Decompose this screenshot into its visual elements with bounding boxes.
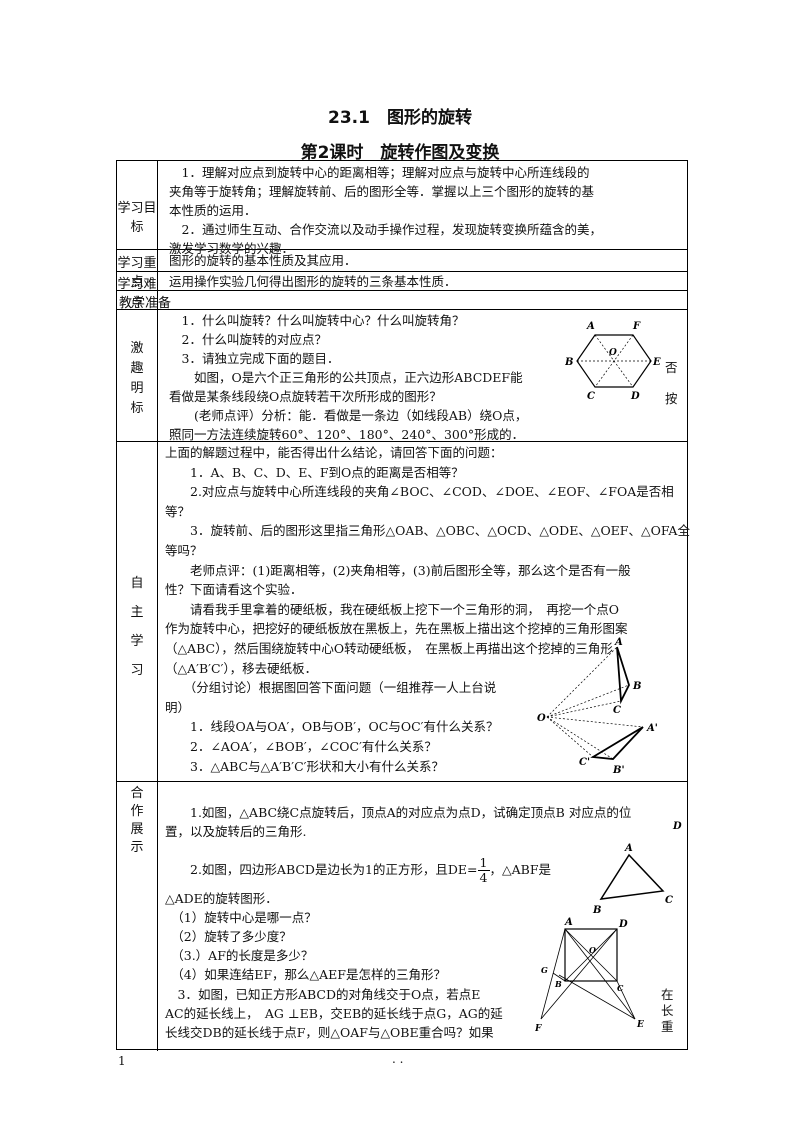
svg-text:C: C <box>665 895 673 906</box>
svg-text:G: G <box>541 965 548 975</box>
hexagon-figure: A F B O E C D <box>565 321 661 402</box>
interest-side-1: 否 <box>665 360 678 375</box>
svg-text:C': C' <box>579 757 590 768</box>
cooperate-label: 合 作 展 示 <box>130 786 144 855</box>
svg-text:C: C <box>587 391 595 402</box>
self-study-label: 自 主 学 习 <box>130 576 144 678</box>
triangle-figure: D A B C <box>592 821 682 916</box>
svg-text:A: A <box>624 843 633 854</box>
footer-dots: . . <box>392 1052 404 1066</box>
interest-label: 激 趣 明 标 <box>130 341 144 416</box>
page-title: 23.1 图形的旋转 <box>328 108 472 128</box>
difficulty-text: 运用操作实验几何得出图形的旋转的三条基本性质． <box>169 274 457 289</box>
svg-text:O: O <box>589 945 596 955</box>
svg-text:B: B <box>565 357 573 368</box>
goals-label: 学习目标 <box>117 201 157 235</box>
svg-text:A: A <box>564 917 573 928</box>
svg-text:C: C <box>613 705 621 716</box>
svg-text:C: C <box>617 983 624 993</box>
svg-text:D: D <box>672 821 682 832</box>
cooperate-q1: 1.如图，△ABC绕C点旋转后，顶点A的对应点为点D，试确定顶点B 对应点的位 … <box>165 805 632 839</box>
lesson-table: 学习目标 1．理解对应点到旋转中心的距离相等；理解对应点与旋转中心所连线段的 夹… <box>116 160 690 1051</box>
interest-side-2: 按 <box>665 391 678 406</box>
square-figure: A D O G B C F E <box>535 917 644 1034</box>
difficulty-label: 学习难点 <box>117 277 157 311</box>
cooperate-side: 在 长 重 <box>661 987 674 1034</box>
cooperate-q3: 3．如图，已知正方形ABCD的对角线交于O点，若点E AC的延长线上， AG ⊥… <box>165 987 503 1040</box>
goals-text: 1．理解对应点到旋转中心的距离相等；理解对应点与旋转中心所连线段的 夹角等于旋转… <box>169 165 602 256</box>
key-text: 图形的旋转的基本性质及其应用． <box>169 253 357 268</box>
svg-text:B: B <box>554 979 562 989</box>
interest-text: 1．什么叫旋转？什么叫旋转中心？什么叫旋转角？ 2．什么叫旋转的对应点？ 3．请… <box>169 313 528 442</box>
rotation-figure: A B C O A' C' B' <box>537 637 658 776</box>
svg-text:O: O <box>537 713 546 724</box>
svg-text:F: F <box>535 1024 542 1034</box>
page-number: 1 <box>118 1054 126 1068</box>
svg-text:D: D <box>630 391 640 402</box>
svg-text:E: E <box>652 357 661 368</box>
svg-text:B': B' <box>612 765 625 776</box>
svg-text:F: F <box>632 321 641 332</box>
prep-label: 教学准备 <box>119 296 172 311</box>
svg-text:A': A' <box>646 723 658 734</box>
key-label: 学习重点 <box>117 256 157 290</box>
svg-text:E: E <box>636 1020 644 1030</box>
svg-text:A: A <box>614 637 623 648</box>
svg-text:O: O <box>609 348 617 358</box>
page-subtitle: 第2课时 旋转作图及变换 <box>300 143 500 163</box>
svg-text:D: D <box>618 919 628 930</box>
self-study-text: 上面的解题过程中，能否得出什么结论，请回答下面的问题： 1．A、B、C、D、E、… <box>165 445 690 774</box>
svg-text:B: B <box>632 681 641 692</box>
svg-text:B: B <box>592 905 601 916</box>
svg-text:A: A <box>586 321 595 332</box>
